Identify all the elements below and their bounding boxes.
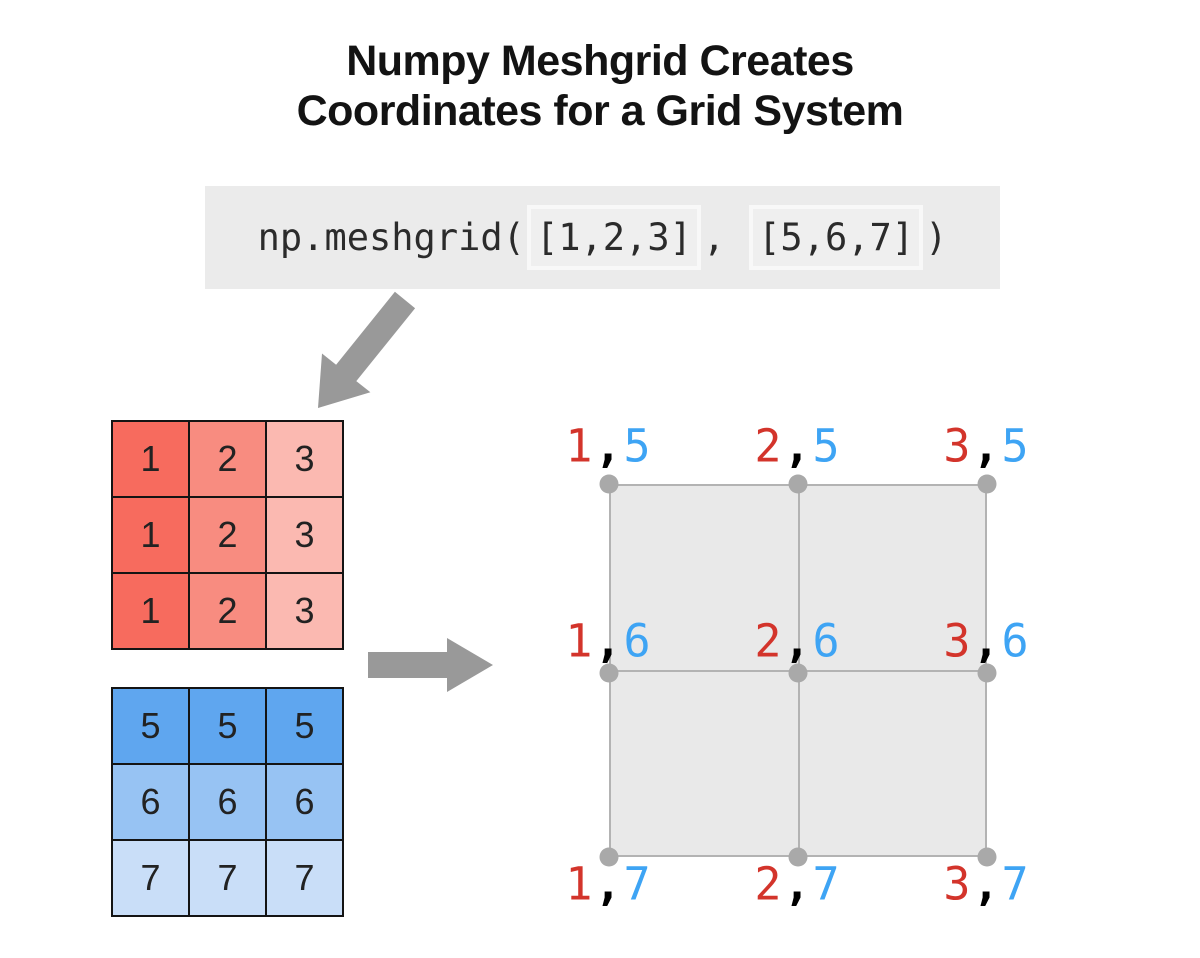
coordinate-label: 1,6	[565, 619, 652, 664]
x-value: 3	[943, 419, 973, 473]
grid-dot	[788, 474, 808, 494]
page-title: Numpy Meshgrid Creates Coordinates for a…	[0, 36, 1200, 137]
matrix-cell: 1	[113, 498, 188, 572]
coordinate-label: 3,5	[943, 424, 1030, 469]
code-snippet: np.meshgrid([1,2,3], [5,6,7])	[205, 186, 1000, 289]
grid-dot	[788, 663, 808, 683]
coordinate-label: 3,7	[943, 862, 1030, 907]
y-coordinate-matrix: 5 5 5 6 6 6 7 7 7	[111, 687, 344, 917]
x-value: 3	[943, 857, 973, 911]
matrix-cell: 5	[113, 689, 188, 763]
matrix-cell: 5	[267, 689, 342, 763]
x-value: 2	[754, 614, 784, 668]
matrix-cell: 3	[267, 422, 342, 496]
x-value: 2	[754, 419, 784, 473]
x-value: 1	[565, 857, 595, 911]
matrix-cell: 6	[267, 765, 342, 839]
y-value: 6	[623, 614, 653, 668]
matrix-cell: 3	[267, 574, 342, 648]
x-value: 1	[565, 419, 595, 473]
y-value: 5	[1001, 419, 1031, 473]
code-arg1-highlight: [1,2,3]	[526, 205, 701, 270]
matrix-cell: 2	[190, 574, 265, 648]
matrix-cell: 7	[190, 841, 265, 915]
y-value: 7	[812, 857, 842, 911]
arrow-right-icon	[368, 638, 493, 692]
matrix-cell: 1	[113, 422, 188, 496]
x-value: 1	[565, 614, 595, 668]
comma: ,	[783, 614, 813, 668]
grid-dot	[977, 847, 997, 867]
code-prefix: np.meshgrid(	[257, 216, 525, 259]
grid-dot	[977, 663, 997, 683]
coordinate-label: 1,5	[565, 424, 652, 469]
title-line-1: Numpy Meshgrid Creates	[346, 37, 854, 85]
y-value: 6	[812, 614, 842, 668]
matrix-cell: 1	[113, 574, 188, 648]
x-coordinate-matrix: 1 2 3 1 2 3 1 2 3	[111, 420, 344, 650]
comma: ,	[972, 857, 1002, 911]
grid-dot	[599, 474, 619, 494]
comma: ,	[783, 419, 813, 473]
matrix-cell: 6	[113, 765, 188, 839]
grid-dot	[977, 474, 997, 494]
coordinate-label: 2,7	[754, 862, 841, 907]
x-value: 3	[943, 614, 973, 668]
grid-dot	[599, 847, 619, 867]
matrix-cell: 5	[190, 689, 265, 763]
title-line-2: Coordinates for a Grid System	[296, 87, 904, 136]
comma: ,	[594, 614, 624, 668]
matrix-cell: 6	[190, 765, 265, 839]
coordinate-label: 2,6	[754, 619, 841, 664]
comma: ,	[972, 419, 1002, 473]
coordinate-label: 2,5	[754, 424, 841, 469]
code-arg2-highlight: [5,6,7]	[749, 205, 924, 270]
grid-dot	[599, 663, 619, 683]
code-suffix: )	[925, 216, 948, 259]
y-value: 7	[623, 857, 653, 911]
arrow-down-left-icon	[318, 291, 416, 408]
y-value: 5	[623, 419, 653, 473]
y-value: 6	[1001, 614, 1031, 668]
x-value: 2	[754, 857, 784, 911]
code-separator: ,	[702, 216, 726, 259]
y-value: 5	[812, 419, 842, 473]
matrix-cell: 7	[267, 841, 342, 915]
matrix-cell: 7	[113, 841, 188, 915]
coordinate-label: 1,7	[565, 862, 652, 907]
matrix-cell: 2	[190, 422, 265, 496]
comma: ,	[783, 857, 813, 911]
matrix-cell: 2	[190, 498, 265, 572]
coordinate-label: 3,6	[943, 619, 1030, 664]
y-value: 7	[1001, 857, 1031, 911]
comma: ,	[594, 857, 624, 911]
comma: ,	[972, 614, 1002, 668]
matrix-cell: 3	[267, 498, 342, 572]
grid-dot	[788, 847, 808, 867]
comma: ,	[594, 419, 624, 473]
